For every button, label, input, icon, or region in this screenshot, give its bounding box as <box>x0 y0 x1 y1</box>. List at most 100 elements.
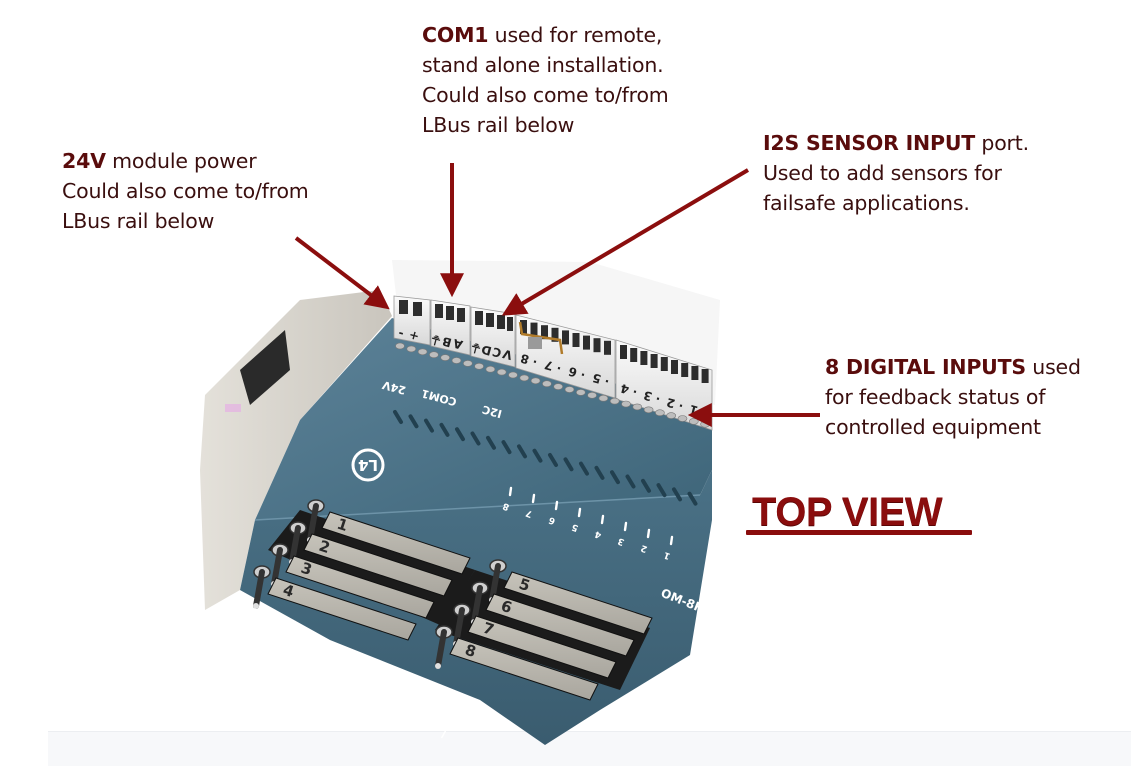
scale-label: 4 <box>358 678 364 687</box>
led-indicator-6 <box>554 500 559 511</box>
led-label: 8 <box>502 500 511 512</box>
terminal-block-com1 <box>430 299 471 356</box>
terminal-screw <box>598 394 609 402</box>
relay-1: 1 <box>321 511 471 575</box>
vent-slot <box>548 453 558 467</box>
terminal-slot <box>620 345 627 359</box>
terminal-screw <box>632 403 643 411</box>
terminal-slot <box>604 340 611 355</box>
terminal-screw <box>666 412 677 419</box>
switch-mode-label-on: ON <box>287 626 301 638</box>
side-connector <box>240 330 290 405</box>
terminal-screw <box>519 374 530 382</box>
terminal-slot <box>691 366 699 380</box>
terminal-input-label: · 6 <box>567 364 587 382</box>
terminal-screw <box>655 409 665 417</box>
svg-text:L4: L4 <box>358 456 378 474</box>
terminal-slot <box>630 348 638 362</box>
terminal-input-label: · 8 <box>519 351 539 369</box>
terminal-screw <box>440 354 451 361</box>
led-indicator-5 <box>577 507 582 518</box>
led-indicator-1 <box>669 535 674 546</box>
terminal-screw <box>677 415 688 422</box>
scale-label: 6 <box>403 700 409 709</box>
terminal-screw <box>542 380 552 388</box>
terminal-slot <box>640 351 648 365</box>
terminal-input-label: · 7 <box>543 357 563 375</box>
vent-slot <box>455 427 465 442</box>
terminal-screw <box>496 368 507 376</box>
terminal-slot <box>650 354 658 368</box>
relay-8: 8 <box>449 637 599 701</box>
vent-slot <box>532 448 543 463</box>
terminal-input-label: · 3 <box>642 388 662 406</box>
terminal-slot <box>593 338 601 353</box>
callout-24v-power: 24V module power Could also come to/from… <box>62 149 309 233</box>
terminal-slot <box>562 330 569 345</box>
vent-slot <box>594 465 605 480</box>
terminal-screw <box>508 371 518 379</box>
terminal-input-label: · 2 <box>665 395 685 413</box>
led-indicator-8 <box>508 486 513 497</box>
scale-tick <box>283 653 289 662</box>
housing-label-i2c: I2C <box>481 403 504 421</box>
terminal-input-label: · 4 <box>619 381 639 399</box>
led-indicator-4 <box>600 514 605 525</box>
terminal-slot <box>671 360 678 374</box>
terminal-screw <box>587 391 597 399</box>
switch-mode-dot <box>265 608 271 614</box>
scale-label: 2 <box>313 656 319 665</box>
led-label: 6 <box>548 514 557 526</box>
led-indicator-3 <box>623 521 628 532</box>
relay-7: 7 <box>467 615 617 679</box>
scale-tick <box>373 697 379 706</box>
terminal-power-label: - <box>397 326 405 341</box>
terminal-com1-label: A <box>451 336 464 352</box>
terminal-screw <box>474 362 484 370</box>
terminal-input-label: · 5 <box>591 370 611 388</box>
terminal-i2c-label: ⏚ <box>468 340 483 357</box>
vent-slot <box>672 487 682 502</box>
terminal-i2c-label: D <box>480 342 493 358</box>
led-label: 3 <box>617 535 626 547</box>
relay-6: 6 <box>485 593 635 657</box>
terminal-power-label: + <box>407 328 420 344</box>
terminal-screw <box>406 345 417 353</box>
vent-slot <box>579 461 589 476</box>
scale-label: 5 <box>380 689 386 698</box>
terminal-screw <box>462 360 473 367</box>
terminal-screw <box>553 383 564 390</box>
arrow-power <box>294 236 390 310</box>
scale-tick <box>440 730 447 739</box>
terminal-screw <box>485 365 496 373</box>
footer-band <box>48 731 1131 766</box>
terminal-screw <box>451 357 462 364</box>
vent-slot <box>641 478 651 493</box>
scale-label: 7 <box>425 711 431 720</box>
callout-com1: COM1 used for remote, stand alone instal… <box>422 23 669 137</box>
terminal-screw <box>564 386 575 393</box>
top-view-underline <box>746 530 972 535</box>
scale-tick <box>395 708 402 717</box>
vent-slot <box>501 440 512 455</box>
scale-label: 8 <box>448 722 454 731</box>
relay-3: 3 <box>285 555 435 619</box>
vent-slot <box>470 431 481 446</box>
terminal-screw <box>429 351 439 359</box>
arrow-i2s <box>501 168 750 316</box>
vent-slot <box>393 410 403 424</box>
vent-slot <box>424 418 434 433</box>
vent-slot <box>517 444 527 459</box>
relay-5: 5 <box>503 571 653 635</box>
callout-digital-inputs: 8 DIGITAL INPUTS used for feedback statu… <box>825 355 1081 439</box>
vent-slot <box>486 435 496 450</box>
led-label: 4 <box>594 528 603 540</box>
led-label: 2 <box>640 542 649 554</box>
scale-label: 1 <box>290 645 296 654</box>
scale-label: 3 <box>335 667 341 676</box>
relay-toggle-switch <box>253 565 271 609</box>
relay-toggle-switch <box>435 625 453 669</box>
terminal-slot <box>681 363 689 377</box>
terminal-screw <box>417 348 428 356</box>
